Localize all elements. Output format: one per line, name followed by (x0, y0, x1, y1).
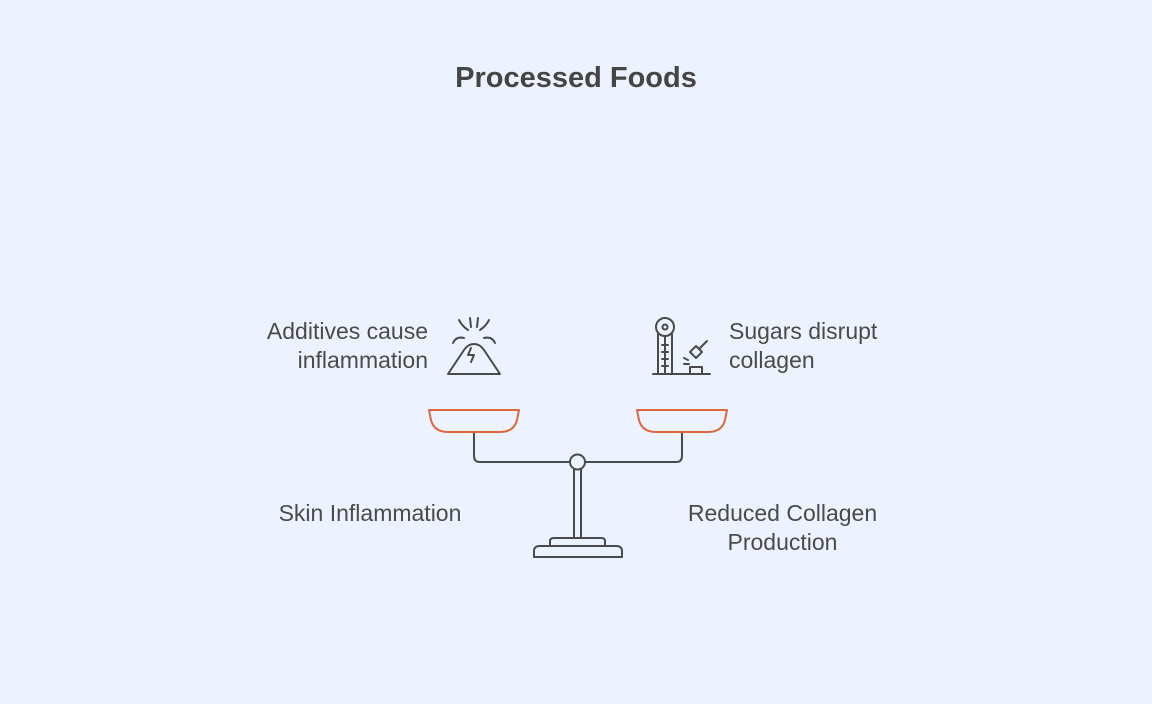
right-effect-line-2: Production (727, 529, 838, 555)
diagram-title: Processed Foods (455, 62, 697, 94)
volcano-icon (447, 317, 501, 375)
right-effect-line-1: Reduced Collagen (687, 500, 878, 526)
right-pan (636, 409, 728, 433)
right-cause-line-2: collagen (729, 347, 815, 373)
right-cause-line-1: Sugars disrupt (729, 318, 878, 344)
left-cause-line-1: Additives cause (266, 318, 428, 344)
scale-beam (473, 431, 683, 463)
left-cause-line-2: inflammation (297, 347, 428, 373)
scale-stand (533, 468, 623, 558)
left-effect-label: Skin Inflammation (240, 499, 500, 528)
scale-pivot (569, 453, 586, 471)
right-effect-label: Reduced Collagen Production (660, 499, 905, 557)
strength-tester-icon (652, 317, 711, 375)
left-effect-line-1: Skin Inflammation (278, 500, 462, 526)
left-cause-label: Additives cause inflammation (200, 317, 428, 375)
left-pan (428, 409, 520, 433)
right-cause-label: Sugars disrupt collagen (729, 317, 969, 375)
